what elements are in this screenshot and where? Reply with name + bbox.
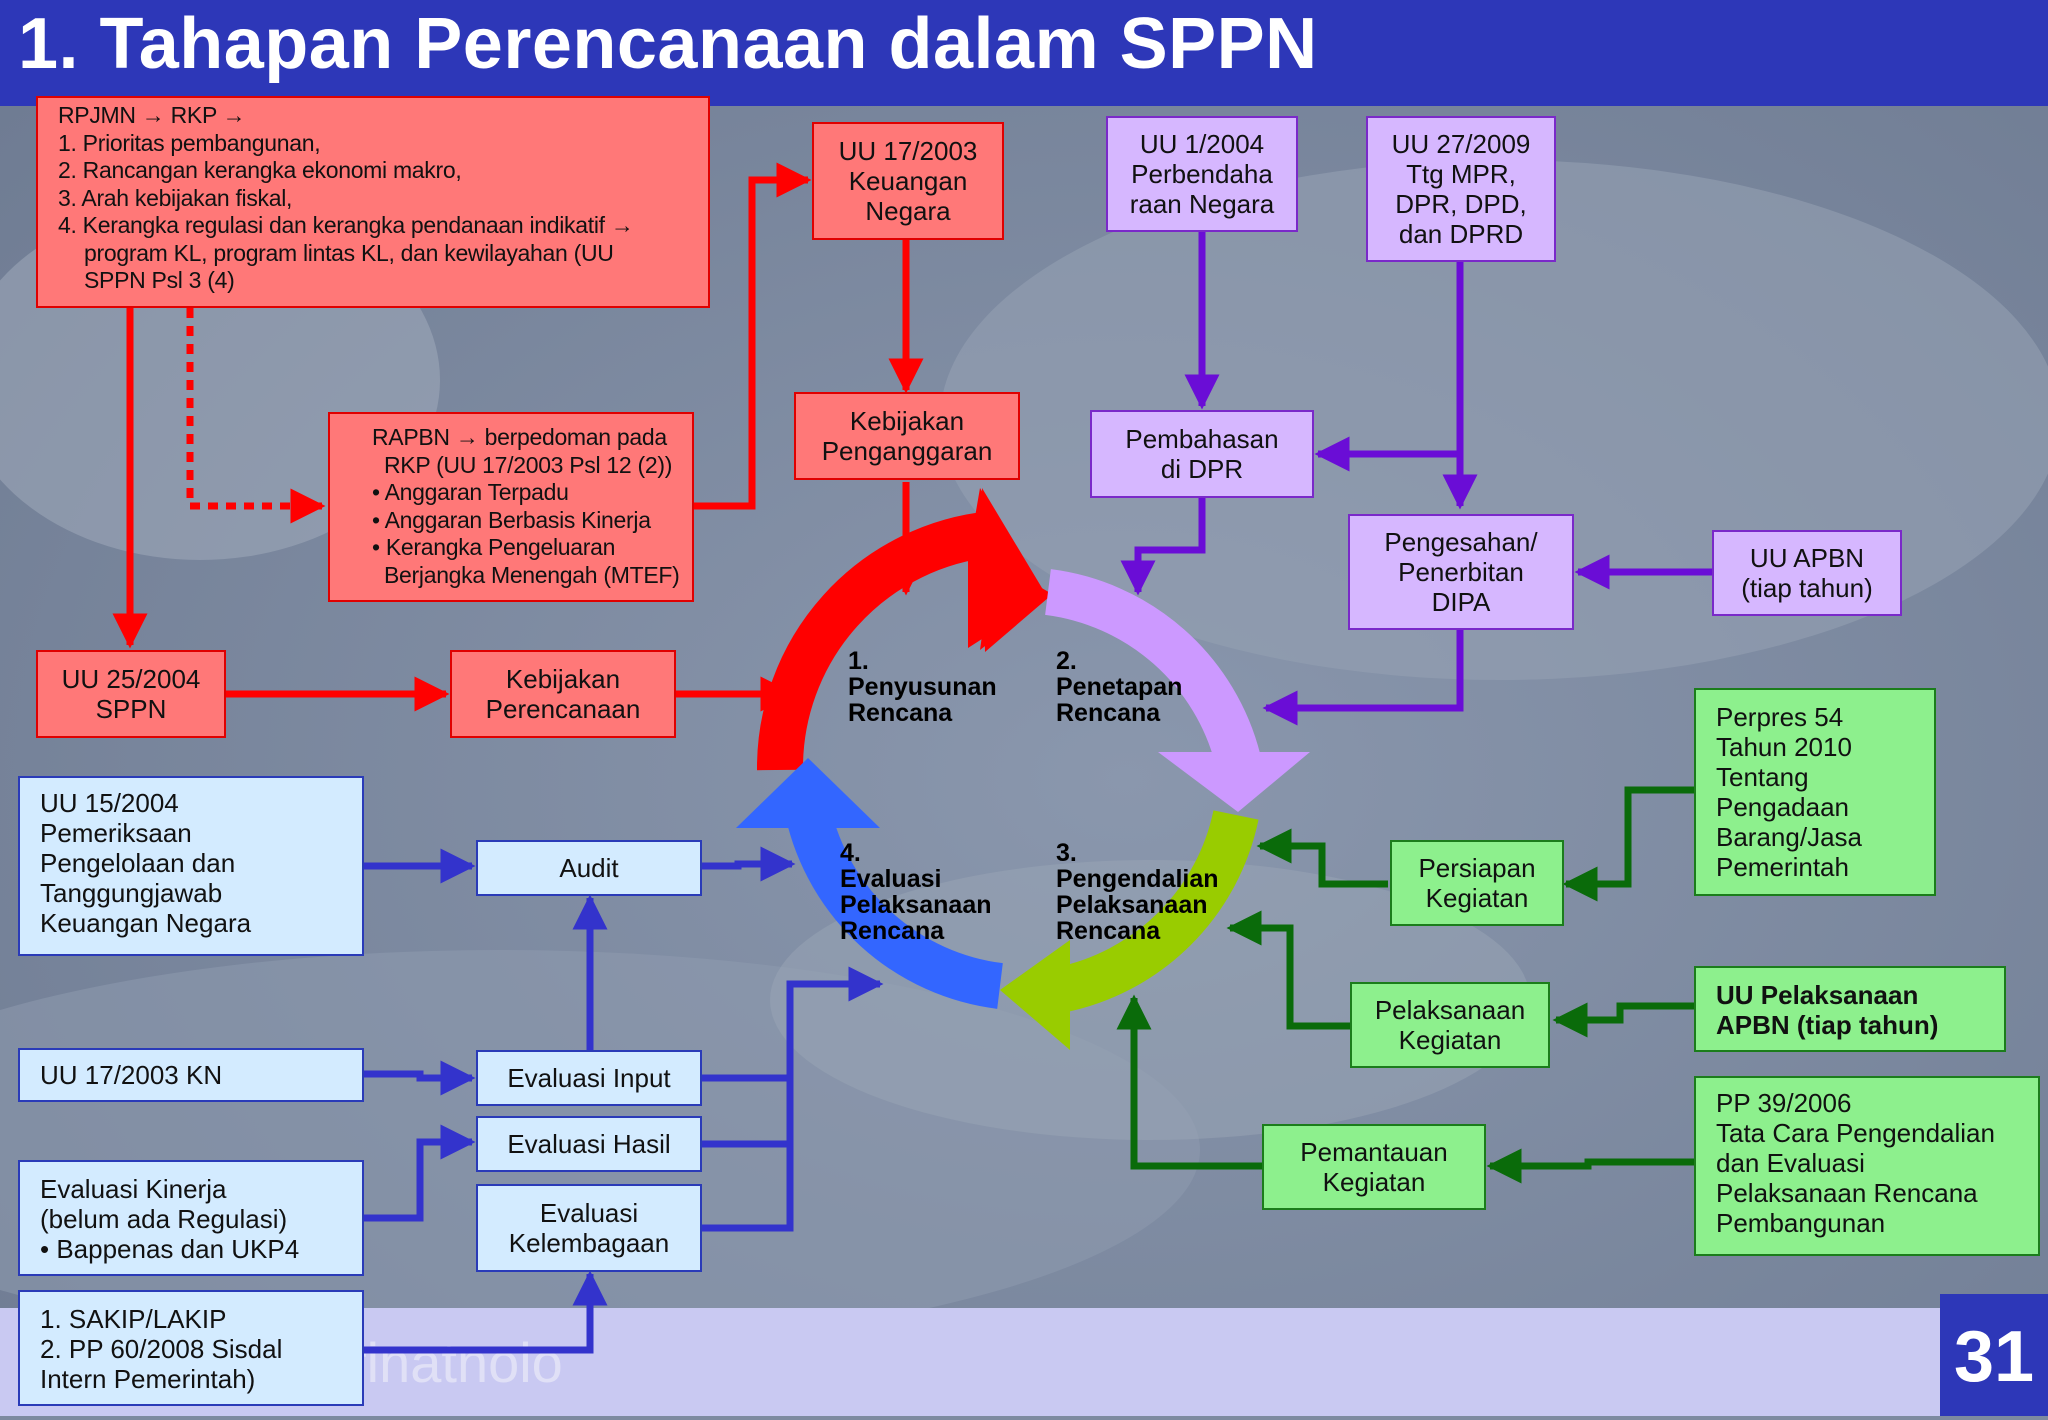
uu25-sppn-box: UU 25/2004 SPPN — [36, 650, 226, 738]
uu-apbn-box: UU APBN (tiap tahun) — [1712, 530, 1902, 616]
stage-1-label: 1. Penyusunan Rencana — [848, 647, 997, 727]
rapbn-box: RAPBN → berpedoman pada RKP (UU 17/2003 … — [328, 412, 694, 602]
blue-connectors — [364, 846, 884, 1354]
rpjmn-rkp-box: RPJMN → RKP → 1. Prioritas pembangunan, … — [36, 96, 710, 308]
persiapan-kegiatan-box: Persiapan Kegiatan — [1390, 840, 1564, 926]
evaluasi-kelembagaan-box: Evaluasi Kelembagaan — [476, 1184, 702, 1272]
stage-3-label: 3. Pengendalian Pelaksanaan Rencana — [1056, 839, 1219, 945]
uu1-perbendaharaan-box: UU 1/2004 Perbendaha raan Negara — [1106, 116, 1298, 232]
audit-box: Audit — [476, 840, 702, 896]
uu17-keuangan-negara-box: UU 17/2003 Keuangan Negara — [812, 122, 1004, 240]
uu15-pemeriksaan-box: UU 15/2004 Pemeriksaan Pengelolaan dan T… — [18, 776, 364, 956]
uu17-kn-box: UU 17/2003 KN — [18, 1048, 364, 1102]
evaluasi-input-box: Evaluasi Input — [476, 1050, 702, 1106]
watermark: rinatnolo — [348, 1331, 563, 1394]
evaluasi-kinerja-box: Evaluasi Kinerja (belum ada Regulasi) • … — [18, 1160, 364, 1276]
cycle-arrow-green — [1000, 809, 1259, 1050]
stage-4-label: 4. Evaluasi Pelaksanaan Rencana — [840, 839, 992, 945]
page-number: 31 — [1940, 1294, 2048, 1416]
header-bar — [0, 0, 2048, 106]
purple-connectors — [1120, 232, 1712, 726]
pemantauan-kegiatan-box: Pemantauan Kegiatan — [1262, 1124, 1486, 1210]
uu-pelaksanaan-apbn-box: UU Pelaksanaan APBN (tiap tahun) — [1694, 966, 2006, 1052]
pelaksanaan-kegiatan-box: Pelaksanaan Kegiatan — [1350, 982, 1550, 1068]
green-connectors — [1116, 786, 1694, 1184]
cycle-arrow-purple — [1044, 569, 1310, 812]
evaluasi-hasil-box: Evaluasi Hasil — [476, 1116, 702, 1172]
sakip-lakip-box: 1. SAKIP/LAKIP 2. PP 60/2008 Sisdal Inte… — [18, 1290, 364, 1406]
pengesahan-dipa-box: Pengesahan/ Penerbitan DIPA — [1348, 514, 1574, 630]
kebijakan-perencanaan-box: Kebijakan Perencanaan — [450, 650, 676, 738]
pembahasan-dpr-box: Pembahasan di DPR — [1090, 410, 1314, 498]
red-connectors — [112, 162, 924, 712]
cycle-arrow-blue — [736, 758, 1004, 1009]
perpres54-box: Perpres 54 Tahun 2010 Tentang Pengadaan … — [1694, 688, 1936, 896]
uu27-mpr-box: UU 27/2009 Ttg MPR, DPR, DPD, dan DPRD — [1366, 116, 1556, 262]
pp39-box: PP 39/2006 Tata Cara Pengendalian dan Ev… — [1694, 1076, 2040, 1256]
kebijakan-penganggaran-box: Kebijakan Penganggaran — [794, 392, 1020, 480]
stage-2-label: 2. Penetapan Rencana — [1056, 647, 1183, 727]
cycle-arrow-red — [756, 488, 1052, 771]
page-title: 1. Tahapan Perencanaan dalam SPPN — [18, 4, 1318, 84]
